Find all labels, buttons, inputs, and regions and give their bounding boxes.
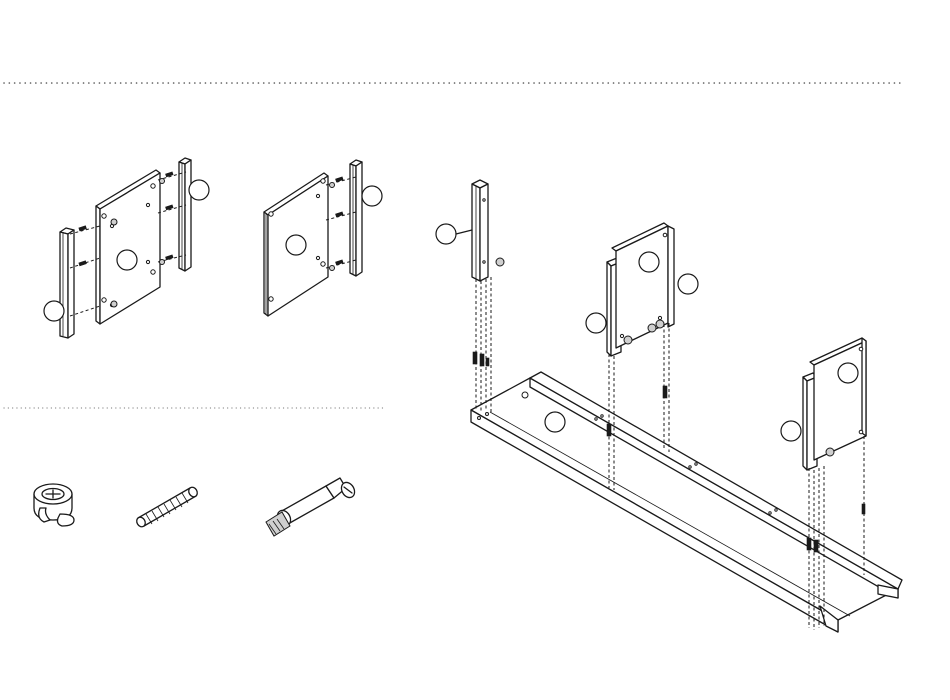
callout-circle [362, 186, 382, 206]
upright-post-left [472, 180, 488, 281]
callout-circle [545, 412, 565, 432]
side-post-right-2 [350, 160, 362, 276]
cam-lock-icon [496, 258, 504, 266]
side-panel-1 [96, 170, 160, 324]
cam-bolt-icon [111, 301, 117, 307]
callout-circle [781, 421, 801, 441]
callout-circle [436, 224, 456, 244]
cam-bolt-icon [266, 478, 357, 536]
side-post-left [60, 228, 74, 338]
cam-lock-icon [34, 484, 74, 526]
hardware-legend [34, 478, 357, 536]
dowel-icon [135, 486, 199, 529]
callout-circle [639, 252, 659, 272]
callout-circle [586, 313, 606, 333]
main-assembly [436, 180, 902, 632]
callout-circle [117, 250, 137, 270]
callout-circle [44, 301, 64, 321]
callout-circle [678, 274, 698, 294]
callout-circle [838, 363, 858, 383]
subassembly-1 [44, 158, 209, 338]
cam-bolt-icon [111, 219, 117, 225]
side-post-right [179, 158, 191, 271]
callout-circle [189, 180, 209, 200]
subassembly-2 [264, 160, 382, 316]
right-panel [803, 338, 866, 470]
callout-circle [286, 235, 306, 255]
